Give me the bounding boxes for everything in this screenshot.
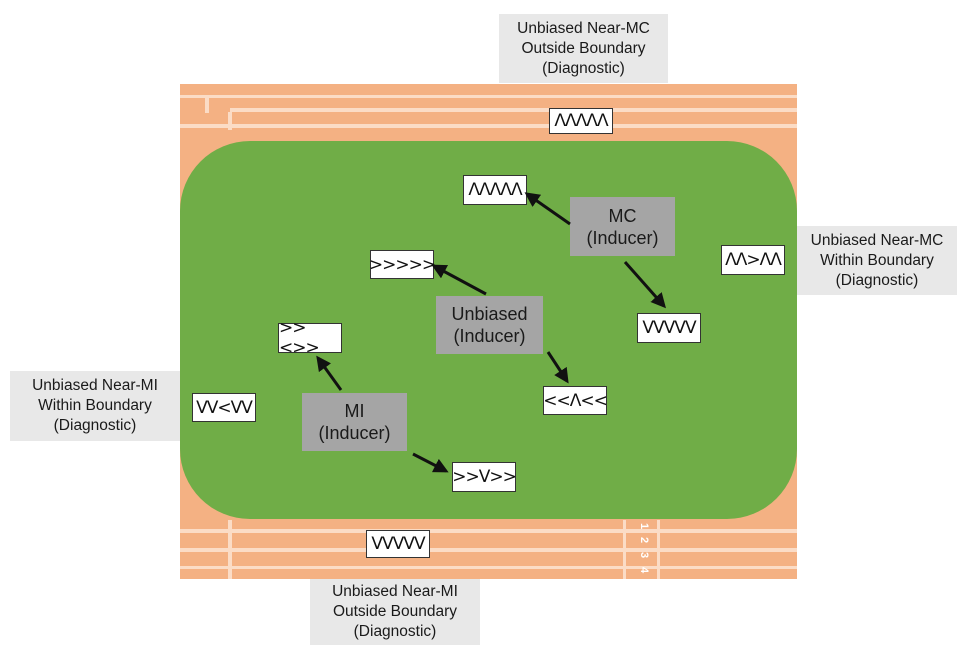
arrow-mc-to-up	[527, 194, 570, 224]
arrow-mi-to-down	[413, 454, 446, 471]
arrow-unbiased-to-mixed	[548, 352, 567, 381]
arrow-mc-to-down	[625, 262, 664, 306]
arrow-unbiased-to-right	[434, 266, 486, 294]
arrow-mi-to-up	[318, 358, 341, 390]
